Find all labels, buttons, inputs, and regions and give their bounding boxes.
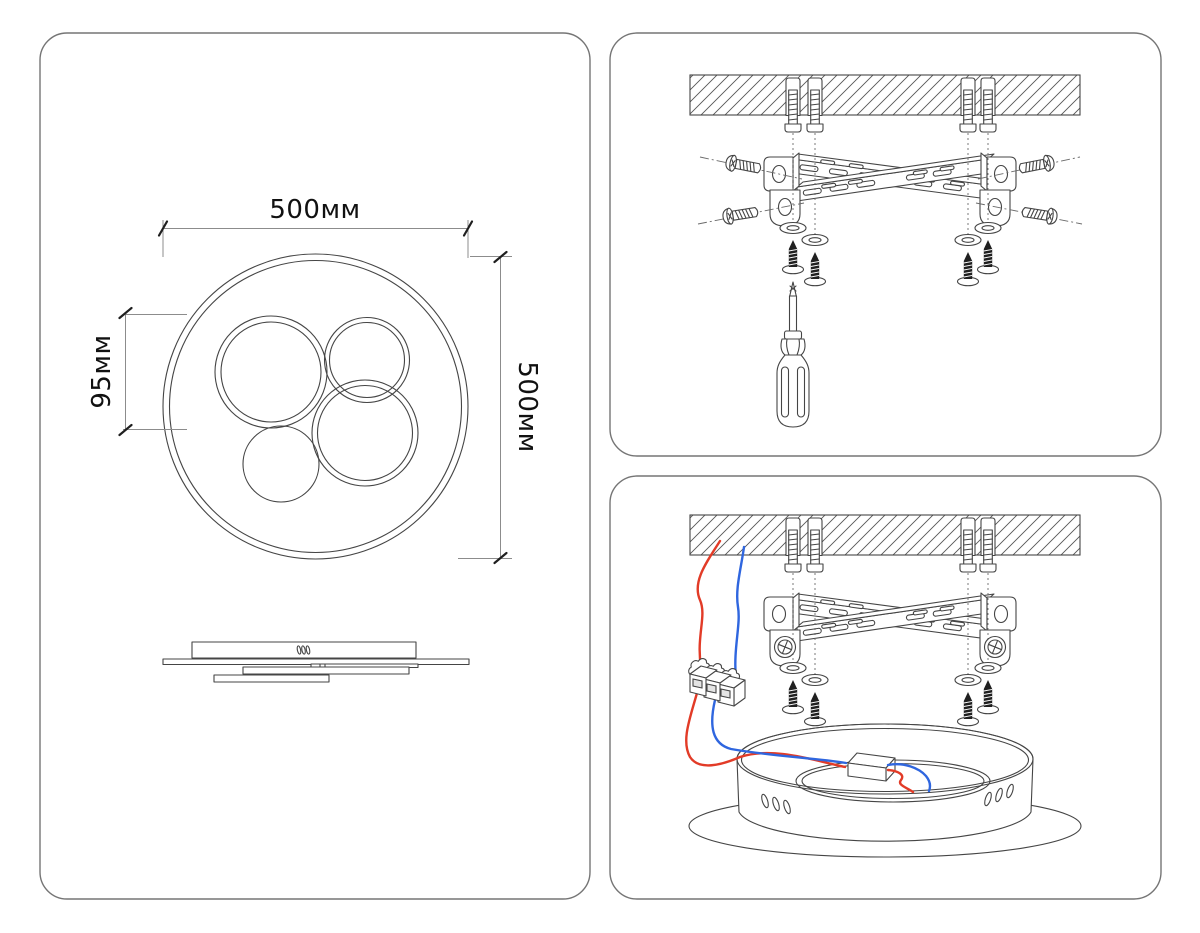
dimension-height-label: 500мм: [512, 361, 542, 452]
live-wire-red-supply: [696, 539, 722, 669]
terminal-block: [688, 658, 746, 707]
dimension-width-label: 500мм: [269, 195, 360, 225]
vent-slots: [296, 645, 311, 655]
neutral-wire-blue-supply: [734, 545, 746, 681]
dimensions-panel-frame: [39, 32, 591, 900]
neutral-wire-blue-tail: [886, 763, 932, 793]
mounting-panel-frame: [609, 32, 1162, 457]
panel-bracket-mounting: [609, 32, 1162, 457]
dimension-ring: 95мм: [87, 306, 187, 437]
neutral-wire-blue-lower: [711, 698, 848, 765]
dimension-width: 500мм: [157, 195, 474, 258]
light-disc: [242, 425, 320, 503]
light-ring-medium: [311, 379, 419, 487]
screwdriver: [776, 281, 810, 428]
lamp-top-view: [162, 253, 469, 560]
dimension-height: 500мм: [458, 250, 542, 565]
panel-dimensions: 500мм 500мм 95мм: [39, 32, 591, 900]
lamp-base: [736, 723, 1034, 842]
led-driver: [847, 752, 896, 782]
vent-slots: [761, 783, 1014, 815]
light-ring-large: [214, 315, 328, 429]
light-ring-small: [323, 316, 411, 404]
lamp-side-view: [162, 641, 470, 683]
panel-wiring: [609, 475, 1162, 900]
mounting-base-profile: [191, 641, 417, 659]
bracket-screw-installed: [773, 635, 797, 659]
bracket-screw-installed: [983, 635, 1007, 659]
lamp-outer-ring: [162, 253, 469, 560]
dimension-ring-label: 95мм: [87, 334, 117, 408]
live-wire-red-tail: [886, 768, 915, 794]
